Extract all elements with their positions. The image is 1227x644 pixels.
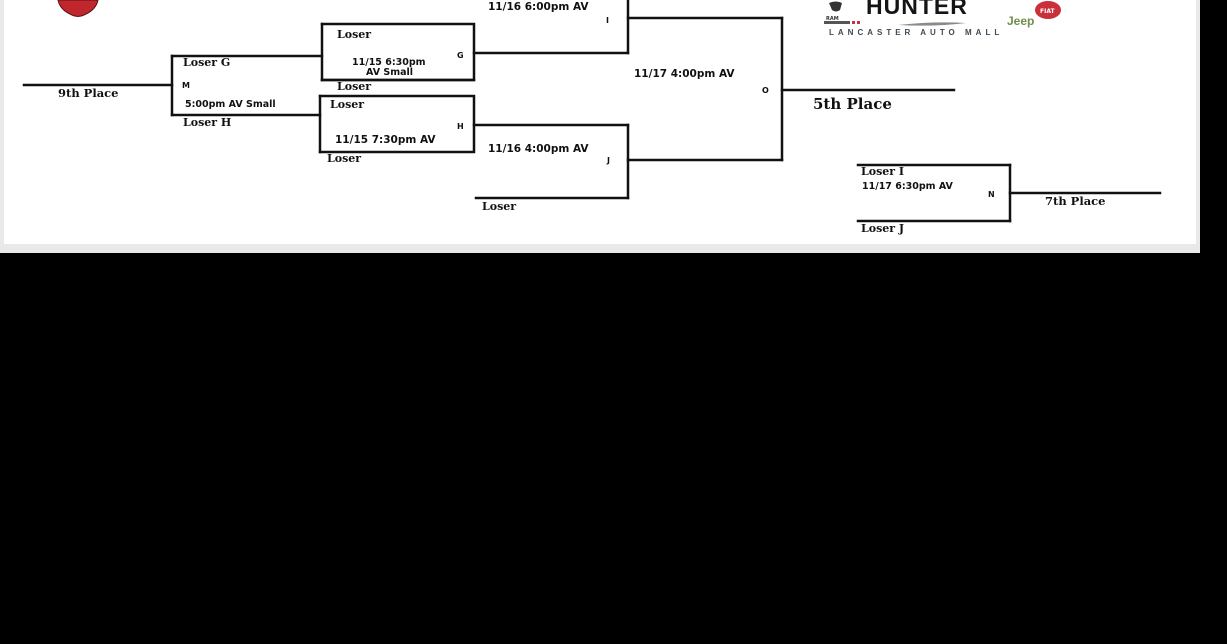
game-i-time: 11/16 6:00pm AV xyxy=(488,1,589,13)
game-m-code: M xyxy=(182,81,190,90)
sponsor-logo: RAM FIAT xyxy=(820,0,1070,40)
game-j-bottom-team: Loser xyxy=(482,200,517,213)
game-i-code: I xyxy=(606,16,609,25)
svg-text:RAM: RAM xyxy=(826,16,839,22)
game-g-bottom-team: Loser xyxy=(337,80,372,93)
game-h-time: 11/15 7:30pm AV xyxy=(335,134,436,146)
game-h-top-team: Loser xyxy=(330,98,365,111)
ram-logo-icon: RAM xyxy=(826,1,842,22)
game-n-bottom-team: Loser J xyxy=(861,222,905,235)
game-n-time: 11/17 6:30pm AV xyxy=(862,181,953,192)
game-g-time: 11/15 6:30pm xyxy=(352,57,426,68)
bracket-panel xyxy=(4,0,1196,244)
game-g-top-team: Loser xyxy=(337,28,372,41)
game-o-time: 11/17 4:00pm AV xyxy=(634,68,735,80)
game-h-code: H xyxy=(457,122,464,131)
bracket-sheet: 9th Place Loser G M 5:00pm AV Small Lose… xyxy=(0,0,1200,253)
game-h-bottom-team: Loser xyxy=(327,152,362,165)
chrysler-logo-icon xyxy=(898,22,966,26)
sponsor-sub-brand: Jeep xyxy=(1007,14,1035,28)
dodge-logo-icon xyxy=(824,21,860,24)
sponsor-name: HUNTER xyxy=(866,0,968,19)
fiat-logo-icon: FIAT xyxy=(1035,1,1061,19)
game-g-code: G xyxy=(457,51,464,60)
game-j-code: J xyxy=(607,156,610,165)
game-m-time: 5:00pm AV Small xyxy=(185,99,276,110)
game-n-code: N xyxy=(988,190,995,199)
ninth-place-label: 9th Place xyxy=(58,86,119,100)
fifth-place-label: 5th Place xyxy=(813,95,892,113)
game-o-code: O xyxy=(762,86,769,95)
game-g-venue: AV Small xyxy=(366,67,414,78)
mascot-logo-icon xyxy=(57,0,99,17)
sponsor-tagline: LANCASTER AUTO MALL xyxy=(829,28,1004,37)
game-m-bottom-team: Loser H xyxy=(183,116,232,129)
seventh-place-label: 7th Place xyxy=(1045,194,1106,208)
bracket-lines xyxy=(22,0,1162,223)
game-m-top-team: Loser G xyxy=(183,56,231,69)
game-j-time: 11/16 4:00pm AV xyxy=(488,143,589,155)
svg-text:FIAT: FIAT xyxy=(1040,8,1056,15)
game-n-top-team: Loser I xyxy=(861,165,905,178)
